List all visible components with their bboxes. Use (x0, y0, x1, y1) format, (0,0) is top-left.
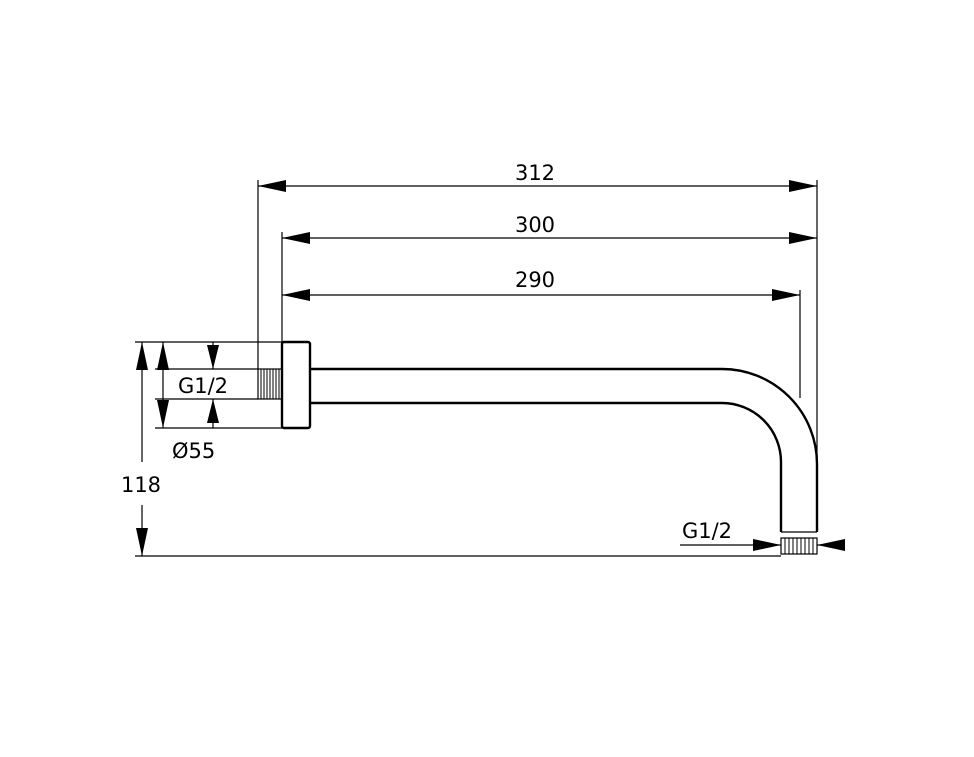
dimension-outlet-thread-label: G1/2 (682, 519, 732, 543)
dimension-height-label: 118 (121, 473, 161, 497)
extension-lines (135, 180, 818, 557)
shower-arm-outline (257, 340, 819, 555)
outlet-thread (780, 537, 818, 555)
dimension-flange-diameter: Ø55 (157, 342, 215, 463)
arm-tube-lower-edge (310, 401, 783, 532)
arm-tube-upper-edge (310, 367, 819, 532)
dimension-outlet-thread: G1/2 (680, 519, 845, 551)
dimension-overall-length: 312 (258, 161, 817, 192)
wall-flange (280, 340, 312, 430)
wall-thread-hatching (260, 369, 280, 399)
dimension-wall-thread: G1/2 (178, 342, 228, 428)
dimension-flange-diameter-label: Ø55 (172, 439, 215, 463)
dimension-arm-length-label: 300 (515, 213, 555, 237)
outlet-thread-hatching (784, 538, 814, 554)
dimension-center-length-label: 290 (515, 268, 555, 292)
dimension-arm-length: 300 (282, 213, 817, 244)
dimension-overall-length-label: 312 (515, 161, 555, 185)
dimension-wall-thread-label: G1/2 (178, 374, 228, 398)
dimension-height: 118 (121, 342, 161, 556)
dimension-center-length: 290 (282, 268, 800, 301)
